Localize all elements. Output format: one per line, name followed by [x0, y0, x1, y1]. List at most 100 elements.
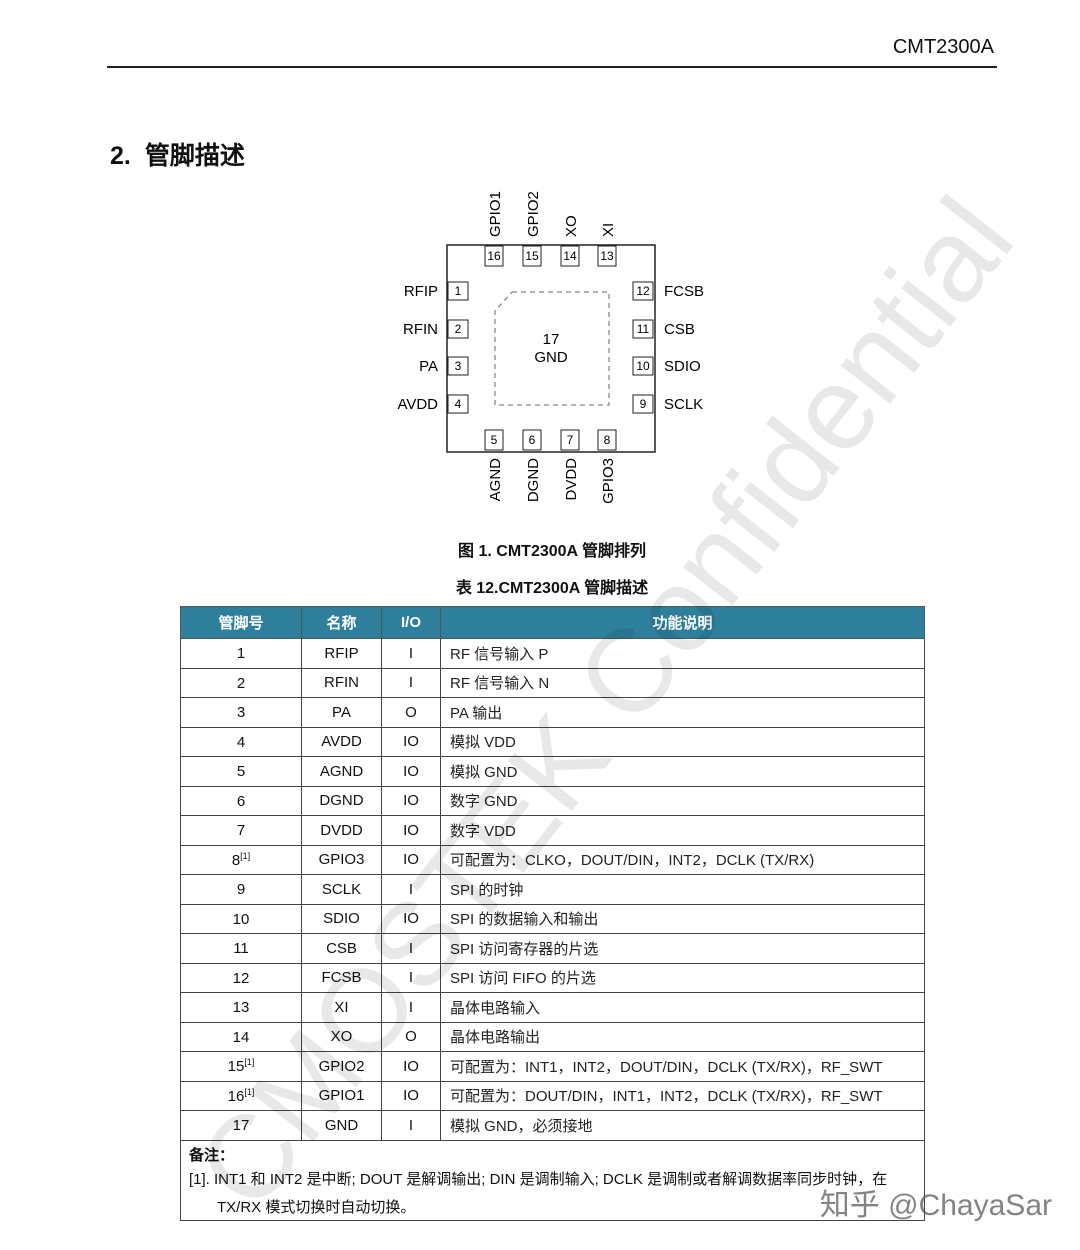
cell-name: CSB [301, 933, 382, 964]
footnote-ref: [1] [240, 850, 251, 861]
cell-io: IO [381, 726, 441, 757]
cell-pin: 11 [180, 933, 302, 964]
cell-io: I [381, 667, 441, 698]
table-row: 10 SDIO IO SPI 的数据输入和输出 [180, 903, 925, 934]
pin-number: 1 [236, 645, 246, 663]
pin-label: RFIN [403, 321, 438, 338]
cell-pin: 16[1] [180, 1080, 302, 1111]
pin-number: 2 [236, 674, 246, 692]
pin-pad [597, 429, 617, 451]
header-io: I/O [381, 606, 441, 639]
table-row: 11 CSB I SPI 访问寄存器的片选 [180, 933, 925, 964]
pin-pad [560, 245, 580, 267]
table-row: 3 PA O PA 输出 [180, 697, 925, 728]
cell-description: 可配置为：DOUT/DIN，INT1，INT2，DCLK (TX/RX)，RF_… [440, 1080, 925, 1111]
cell-io: IO [381, 903, 441, 934]
cell-pin: 14 [180, 1021, 302, 1052]
table-row: 17 GND I 模拟 GND，必须接地 [180, 1110, 925, 1141]
cell-pin: 1 [180, 638, 302, 669]
pin-label: GPIO2 [525, 191, 542, 237]
pin-number: 13 [232, 999, 250, 1017]
cell-io: IO [381, 844, 441, 875]
pin-number: 9 [236, 881, 246, 899]
table-row: 1 RFIP I RF 信号输入 P [180, 638, 925, 669]
cell-name: GPIO2 [301, 1051, 382, 1082]
cell-pin: 15[1] [180, 1051, 302, 1082]
cell-pin: 17 [180, 1110, 302, 1141]
cell-pin: 5 [180, 756, 302, 787]
cell-name: RFIN [301, 667, 382, 698]
cell-pin: 8[1] [180, 844, 302, 875]
table-row: 15[1] GPIO2 IO 可配置为：INT1，INT2，DOUT/DIN，D… [180, 1051, 925, 1082]
cell-name: DGND [301, 785, 382, 816]
note-line-1: [1]. INT1 和 INT2 是中断; DOUT 是解调输出; DIN 是调… [189, 1171, 888, 1188]
pin-pad-number: 12 [636, 284, 650, 298]
pin-number: 12 [232, 969, 250, 987]
header-pin-number: 管脚号 [180, 606, 302, 639]
pin-pad [484, 245, 504, 267]
cell-io: IO [381, 1051, 441, 1082]
pin-number: 15 [227, 1058, 245, 1076]
pin-pad [560, 429, 580, 451]
table-row: 6 DGND IO 数字 GND [180, 785, 925, 816]
cell-io: I [381, 933, 441, 964]
cell-name: GND [301, 1110, 382, 1141]
cell-io: O [381, 1021, 441, 1052]
cell-io: IO [381, 815, 441, 846]
cell-description: SPI 访问 FIFO 的片选 [440, 962, 925, 993]
pin-number: 4 [236, 733, 246, 751]
pin-label: CSB [664, 321, 695, 338]
pin-pad-number: 7 [567, 433, 574, 447]
center-pad-label: GND [534, 349, 568, 366]
cell-name: RFIP [301, 638, 382, 669]
pin-pad [447, 281, 469, 301]
pin-label: RFIP [404, 283, 438, 300]
pin-label: FCSB [664, 283, 704, 300]
table-row: 9 SCLK I SPI 的时钟 [180, 874, 925, 905]
cell-pin: 10 [180, 903, 302, 934]
pin-pad-number: 13 [600, 249, 614, 263]
cell-pin: 2 [180, 667, 302, 698]
cell-description: SPI 访问寄存器的片选 [440, 933, 925, 964]
cell-io: I [381, 992, 441, 1023]
pin-diagram: 17GND1RFIP2RFIN3PA4AVDD5AGND6DGND7DVDD8G… [397, 191, 704, 504]
table-row: 12 FCSB I SPI 访问 FIFO 的片选 [180, 962, 925, 993]
pin-number: 14 [232, 1028, 250, 1046]
table-caption: 表 12.CMT2300A 管脚描述 [455, 580, 649, 597]
pin-label: AGND [487, 458, 504, 502]
section-number: 2. [110, 142, 131, 170]
pin-pad-number: 15 [525, 249, 539, 263]
pin-pad-number: 4 [455, 397, 462, 411]
pin-label: DVDD [563, 458, 580, 501]
cell-name: GPIO1 [301, 1080, 382, 1111]
cell-pin: 13 [180, 992, 302, 1023]
pin-label: XO [563, 215, 580, 237]
pin-pad-number: 2 [455, 322, 462, 336]
pin-pad-number: 14 [563, 249, 577, 263]
footnote-ref: [1] [244, 1057, 255, 1068]
pin-number: 10 [232, 910, 250, 928]
pin-number: 11 [233, 940, 249, 958]
cell-io: IO [381, 785, 441, 816]
pin-pad-number: 6 [529, 433, 536, 447]
cell-pin: 9 [180, 874, 302, 905]
pin-pad [447, 319, 469, 339]
pin-pad [522, 245, 542, 267]
figure-caption: 图 1. CMT2300A 管脚排列 [458, 543, 646, 560]
table-row: 14 XO O 晶体电路输出 [180, 1021, 925, 1052]
pin-pad [632, 394, 654, 414]
cell-description: 数字 GND [440, 785, 925, 816]
chip-body [446, 244, 656, 453]
pin-number: 5 [236, 763, 246, 781]
cell-description: SPI 的数据输入和输出 [440, 903, 925, 934]
cell-description: 模拟 VDD [440, 726, 925, 757]
cell-name: DVDD [301, 815, 382, 846]
table-row: 2 RFIN I RF 信号输入 N [180, 667, 925, 698]
pin-pad-number: 8 [604, 433, 611, 447]
pin-label: SDIO [664, 358, 701, 375]
pin-pad [522, 429, 542, 451]
pin-number: 16 [227, 1087, 245, 1105]
cell-io: IO [381, 1080, 441, 1111]
cell-pin: 7 [180, 815, 302, 846]
